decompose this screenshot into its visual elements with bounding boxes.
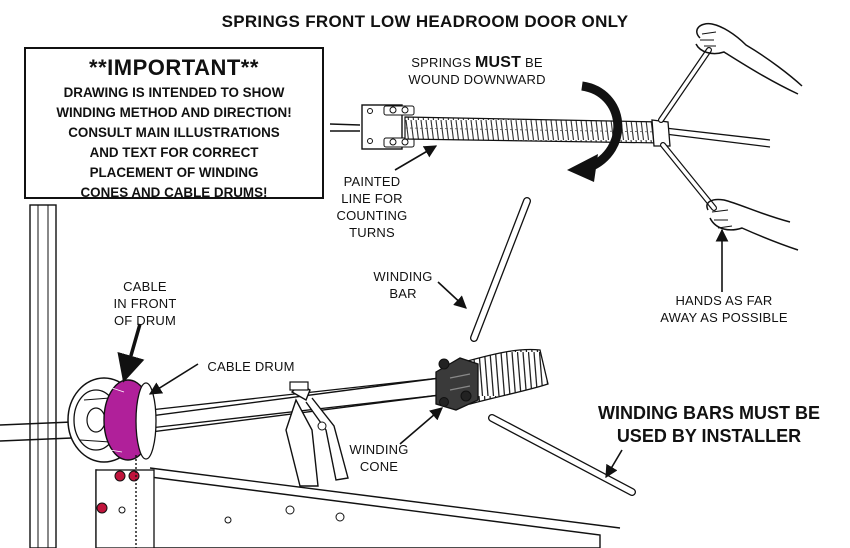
hands-label: HANDS AS FAR AWAY AS POSSIBLE — [644, 292, 804, 326]
winding-cone-text: WINDING — [349, 442, 409, 457]
center-bracket — [361, 104, 415, 150]
cable-drum — [67, 377, 157, 463]
hands-text: HANDS AS FAR — [675, 293, 773, 308]
installer-text: WINDING BARS MUST BE — [598, 403, 820, 423]
painted-line-text: PAINTED — [343, 174, 401, 189]
upper-hand — [695, 22, 803, 95]
painted-line-text: TURNS — [349, 225, 395, 240]
winding-cone-pointer — [399, 407, 443, 445]
wound-downward-text: WOUND DOWNWARD — [408, 72, 546, 87]
cable-front-label: CABLE IN FRONT OF DRUM — [100, 278, 190, 329]
important-line: DRAWING IS INTENDED TO SHOW — [63, 85, 285, 100]
winding-bar-pointer — [437, 281, 467, 309]
door-track-left — [29, 204, 57, 548]
winding-bar-text: BAR — [389, 286, 417, 301]
winding-cone-label: WINDING CONE — [334, 441, 424, 475]
installer-text: USED BY INSTALLER — [616, 426, 802, 446]
important-notice-box: **IMPORTANT** DRAWING IS INTENDED TO SHO… — [24, 47, 324, 200]
important-heading: **IMPORTANT** — [89, 55, 259, 80]
painted-line-text: COUNTING — [336, 208, 408, 223]
cable-drum-pointer — [148, 363, 199, 395]
upper-winding-bar — [658, 47, 712, 123]
hands-text: AWAY AS POSSIBLE — [660, 310, 788, 325]
cable-drum-label: CABLE DRUM — [207, 359, 295, 374]
installer-winding-bar — [488, 414, 636, 496]
winding-direction-arrow — [567, 81, 623, 182]
end-bearing-plate — [95, 467, 621, 548]
torsion-spring-lower — [463, 348, 549, 405]
installer-warning: WINDING BARS MUST BE USED BY INSTALLER — [584, 402, 834, 448]
winding-bar-label: WINDING BAR — [358, 268, 448, 302]
diagram-title: SPRINGS FRONT LOW HEADROOM DOOR ONLY — [221, 12, 629, 31]
painted-line-text: LINE FOR — [341, 191, 403, 206]
important-line: WINDING METHOD AND DIRECTION! — [56, 105, 292, 120]
cable-front-text: CABLE — [123, 279, 167, 294]
painted-line-pointer — [394, 145, 438, 171]
important-line: CONSULT MAIN ILLUSTRATIONS — [68, 125, 280, 140]
cable-front-pointer — [117, 323, 145, 383]
important-line: PLACEMENT OF WINDING — [89, 165, 259, 180]
lower-hand — [706, 198, 799, 251]
torsion-spring-top — [404, 116, 663, 144]
springs-word: SPRINGS — [411, 55, 472, 70]
winding-cone-text: CONE — [359, 459, 399, 474]
winding-bar-text: WINDING — [373, 269, 433, 284]
locking-pliers — [285, 381, 349, 487]
important-body: DRAWING IS INTENDED TO SHOW WINDING METH… — [26, 83, 322, 203]
cable-front-text: IN FRONT — [113, 296, 177, 311]
cable-front-text: OF DRUM — [113, 313, 177, 328]
important-line: AND TEXT FOR CORRECT — [89, 145, 259, 160]
must-word: MUST — [475, 54, 522, 71]
important-line: CONES AND CABLE DRUMS! — [80, 185, 268, 200]
painted-line-label: PAINTED LINE FOR COUNTING TURNS — [322, 173, 422, 241]
torsion-shaft-lower — [0, 377, 441, 442]
lower-winding-bar — [660, 142, 717, 211]
winding-cone-top — [651, 119, 671, 147]
winding-cone — [435, 357, 479, 411]
installer-pointer — [605, 449, 623, 479]
winding-bar — [470, 197, 531, 342]
top-spring-assembly — [329, 104, 771, 150]
be-word: BE — [524, 55, 543, 70]
springs-wound-label: SPRINGS MUST BE WOUND DOWNWARD — [392, 54, 562, 88]
